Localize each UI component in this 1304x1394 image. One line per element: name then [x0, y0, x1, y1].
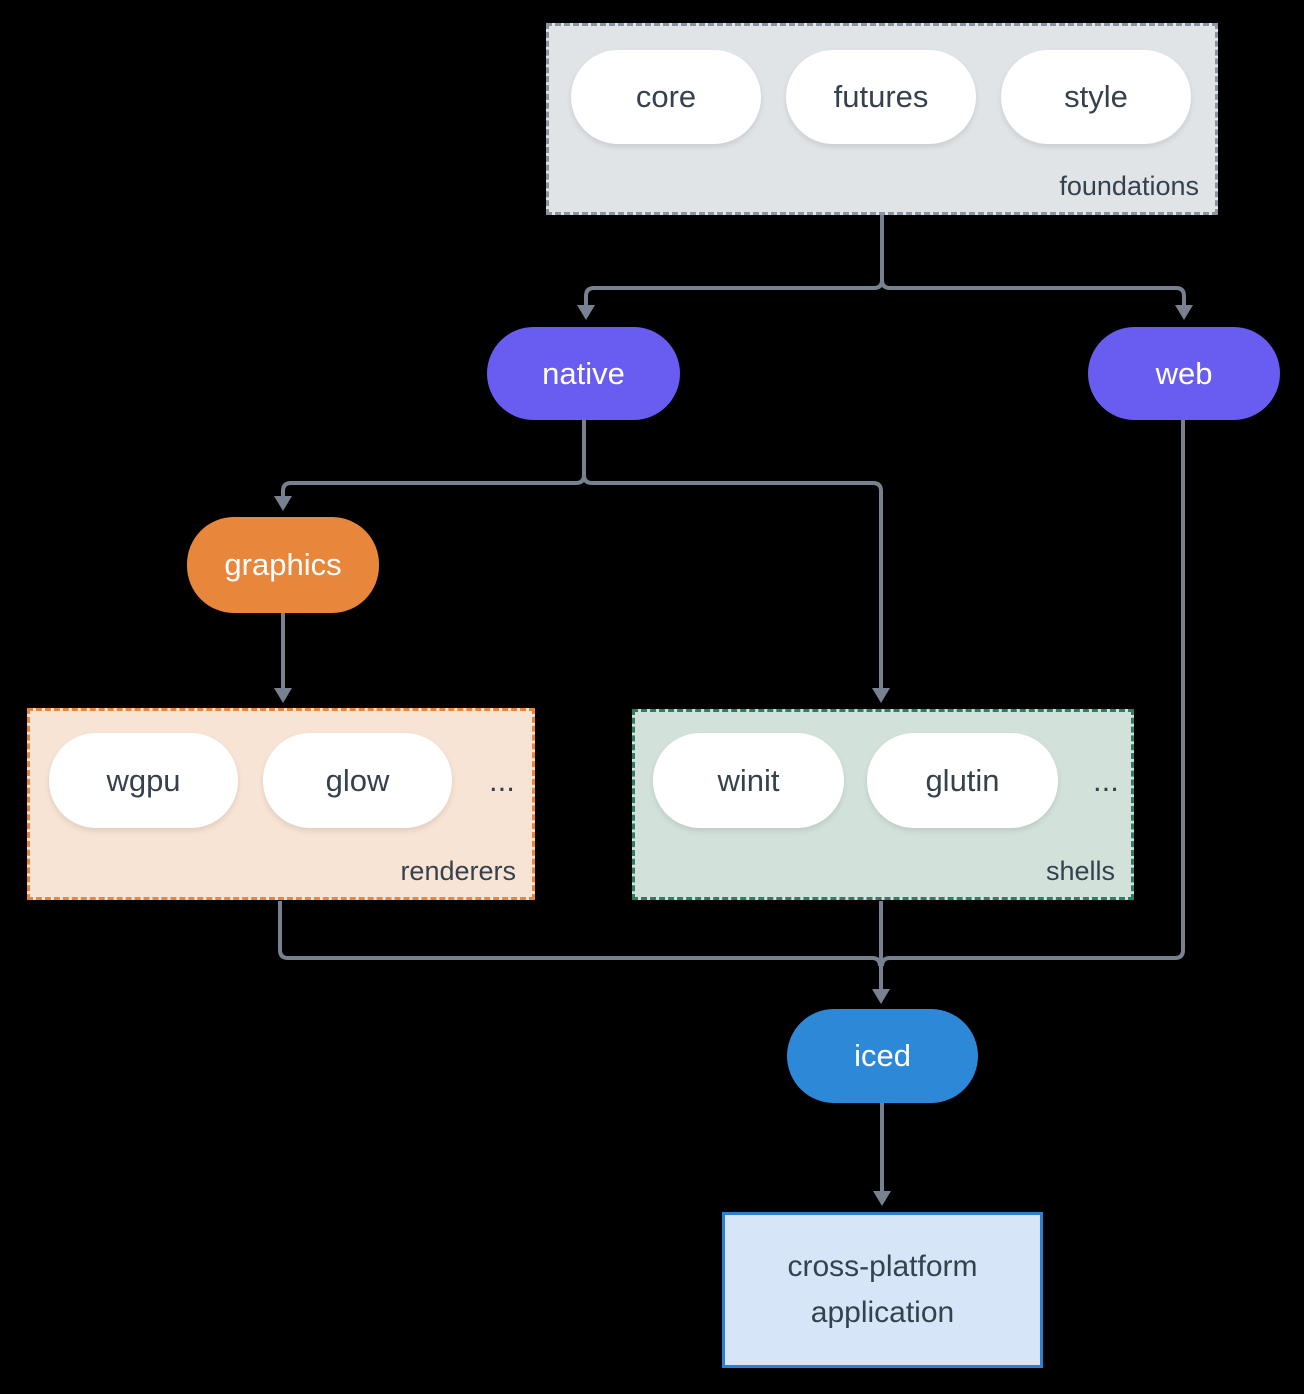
arrowhead-iced: [872, 989, 890, 1004]
arrowhead-shells: [872, 688, 890, 703]
pill-core: core: [571, 50, 761, 144]
edge-foundations-web: [880, 279, 1186, 306]
edge-native-shells: [582, 474, 883, 689]
pill-glow: glow: [263, 733, 452, 828]
node-graphics: graphics: [187, 517, 379, 613]
edge-native-graphics: [281, 420, 586, 497]
pill-glutin-label: glutin: [925, 762, 1000, 798]
pill-glutin: glutin: [867, 733, 1058, 828]
web-label: web: [1155, 355, 1213, 391]
node-renderers: wgpu glow ... renderers: [27, 708, 535, 900]
node-iced: iced: [787, 1009, 978, 1103]
shells-ellipsis: ...: [1093, 762, 1119, 798]
arrowhead-application: [873, 1191, 891, 1206]
renderers-group-label: renderers: [400, 856, 516, 886]
pill-style-label: style: [1064, 79, 1128, 114]
native-label: native: [542, 355, 625, 391]
pill-futures: futures: [786, 50, 976, 144]
foundations-group-label: foundations: [1059, 171, 1199, 201]
node-application: cross-platform application: [722, 1212, 1043, 1368]
pill-wgpu: wgpu: [49, 733, 238, 828]
pill-core-label: core: [635, 79, 697, 114]
pill-futures-label: futures: [833, 79, 929, 114]
shells-pill-row: winit glutin ...: [653, 733, 1131, 828]
arrowhead-graphics: [274, 496, 292, 511]
arrowhead-web: [1175, 305, 1193, 320]
node-native: native: [487, 327, 680, 420]
iced-label: iced: [854, 1038, 911, 1073]
application-label: cross-platform application: [787, 1249, 978, 1330]
pill-style: style: [1001, 50, 1191, 144]
shells-group-label: shells: [1045, 856, 1115, 886]
renderers-pill-row: wgpu glow ...: [49, 733, 532, 828]
pill-wgpu-label: wgpu: [106, 762, 181, 798]
pill-winit-label: winit: [717, 762, 780, 798]
edge-renderers-iced: [278, 901, 882, 967]
edge-foundations-native: [584, 215, 884, 306]
graphics-label: graphics: [224, 547, 342, 582]
arrowhead-native: [577, 305, 595, 320]
renderers-ellipsis: ...: [489, 762, 515, 798]
node-web: web: [1088, 327, 1280, 420]
foundations-pill-row: core futures style: [571, 50, 1215, 144]
pill-winit: winit: [653, 733, 844, 828]
node-foundations: core futures style foundations: [546, 23, 1218, 215]
pill-glow-label: glow: [325, 762, 390, 798]
arrowhead-renderers: [274, 688, 292, 703]
node-shells: winit glutin ... shells: [632, 709, 1134, 900]
